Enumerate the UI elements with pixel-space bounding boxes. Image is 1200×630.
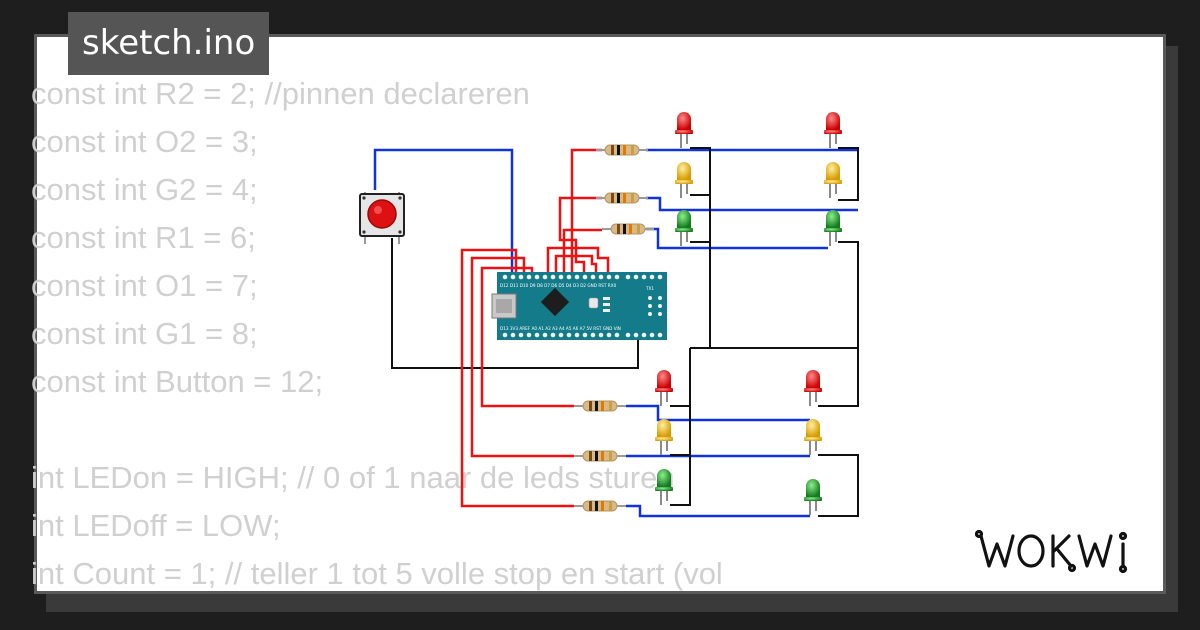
code-line: const int Button = 12; <box>31 364 324 399</box>
board-side-label: TX1 <box>645 286 654 291</box>
red-wires <box>460 148 610 508</box>
resistor <box>595 144 649 156</box>
file-title-tab[interactable]: sketch.ino <box>68 12 270 75</box>
led-yellow[interactable] <box>803 418 823 456</box>
black-wires <box>391 147 859 517</box>
resistor <box>595 192 649 204</box>
resistor <box>573 450 627 462</box>
led-green[interactable] <box>823 209 843 247</box>
led-yellow[interactable] <box>823 161 843 199</box>
board-top-pin-labels: D12 D11 D10 D9 D8 D7 D6 D5 D4 D3 D2 GND … <box>500 283 617 288</box>
led-red[interactable] <box>803 369 823 407</box>
code-line: int LEDon = HIGH; // 0 of 1 naar de leds… <box>31 460 675 495</box>
code-line: int Count = 1; // teller 1 tot 5 volle s… <box>31 556 723 591</box>
led-yellow[interactable] <box>674 161 694 199</box>
code-line: const int O1 = 7; <box>31 268 258 303</box>
board-bottom-pin-labels: D13 3V3 AREF A0 A1 A2 A3 A4 A5 A6 A7 5V … <box>500 326 621 331</box>
code-line: const int R1 = 6; <box>31 220 256 255</box>
code-line: const int G1 = 8; <box>31 316 258 351</box>
code-line: const int R2 = 2; //pinnen declareren <box>31 76 530 111</box>
code-line: const int G2 = 4; <box>31 172 258 207</box>
led-red[interactable] <box>674 111 694 149</box>
resistor <box>573 400 627 412</box>
wokwi-logo[interactable] <box>975 526 1151 576</box>
led-green[interactable] <box>674 209 694 247</box>
push-button[interactable] <box>359 192 405 244</box>
led-green[interactable] <box>803 478 823 516</box>
led-red[interactable] <box>654 369 674 407</box>
led-green[interactable] <box>654 468 674 506</box>
led-red[interactable] <box>823 111 843 149</box>
led-yellow[interactable] <box>654 418 674 456</box>
code-preview: const int R2 = 2; //pinnen declareren con… <box>31 70 723 598</box>
resistor <box>573 500 627 512</box>
arduino-nano-board[interactable]: D12 D11 D10 D9 D8 D7 D6 D5 D4 D3 D2 GND … <box>491 272 667 340</box>
code-line: const int O2 = 3; <box>31 124 258 159</box>
resistor <box>601 223 655 235</box>
code-line: int LEDoff = LOW; <box>31 508 281 543</box>
